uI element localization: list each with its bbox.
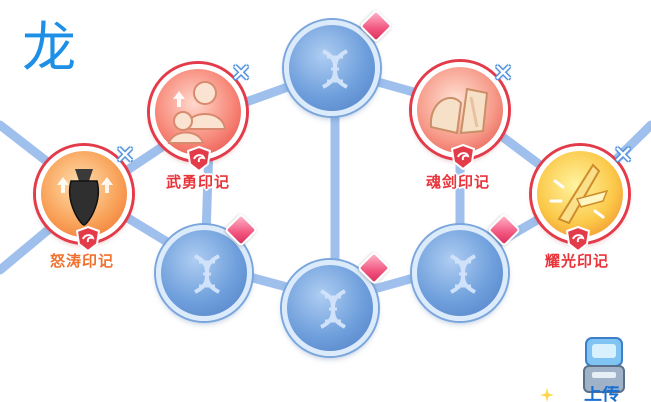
shield-badge-icon	[566, 226, 590, 252]
mark-label-wuyong: 武勇印记	[166, 173, 231, 191]
mark-label-hunjian: 魂剑印记	[426, 173, 491, 191]
upload-machine-icon[interactable]	[582, 336, 626, 396]
radiant-blade-icon	[549, 163, 609, 225]
empty-slot-top[interactable]	[284, 20, 380, 116]
soul-blade-icon	[429, 87, 489, 135]
dna-icon	[450, 254, 476, 294]
remove-hunjian-button[interactable]: ✕	[492, 59, 514, 87]
sparkle-icon	[540, 388, 554, 402]
empty-slot-bottom[interactable]	[282, 260, 378, 356]
dna-icon	[322, 49, 348, 89]
mark-slot-nutao[interactable]	[36, 146, 132, 242]
remove-yaoguang-button[interactable]: ✕	[612, 141, 634, 169]
mark-label-nutao: 怒涛印记	[50, 252, 115, 270]
empty-slot-right[interactable]	[412, 225, 508, 321]
page-title: 龙	[22, 16, 76, 79]
corner-label[interactable]: 上传	[584, 386, 620, 402]
bomb-figure-icon	[57, 169, 113, 226]
remove-nutao-button[interactable]: ✕	[114, 141, 136, 169]
shield-badge-icon	[187, 146, 211, 172]
empty-slot-left[interactable]	[156, 225, 252, 321]
mark-slot-wuyong[interactable]	[150, 64, 246, 160]
remove-wuyong-button[interactable]: ✕	[230, 59, 252, 87]
shield-badge-icon	[76, 226, 100, 252]
mark-label-yaoguang: 耀光印记	[545, 252, 610, 270]
mark-slot-hunjian[interactable]	[412, 62, 508, 158]
dna-icon	[320, 289, 346, 329]
strongman-figure-icon	[167, 81, 227, 144]
shield-badge-icon	[451, 144, 475, 170]
dna-icon	[194, 254, 220, 294]
